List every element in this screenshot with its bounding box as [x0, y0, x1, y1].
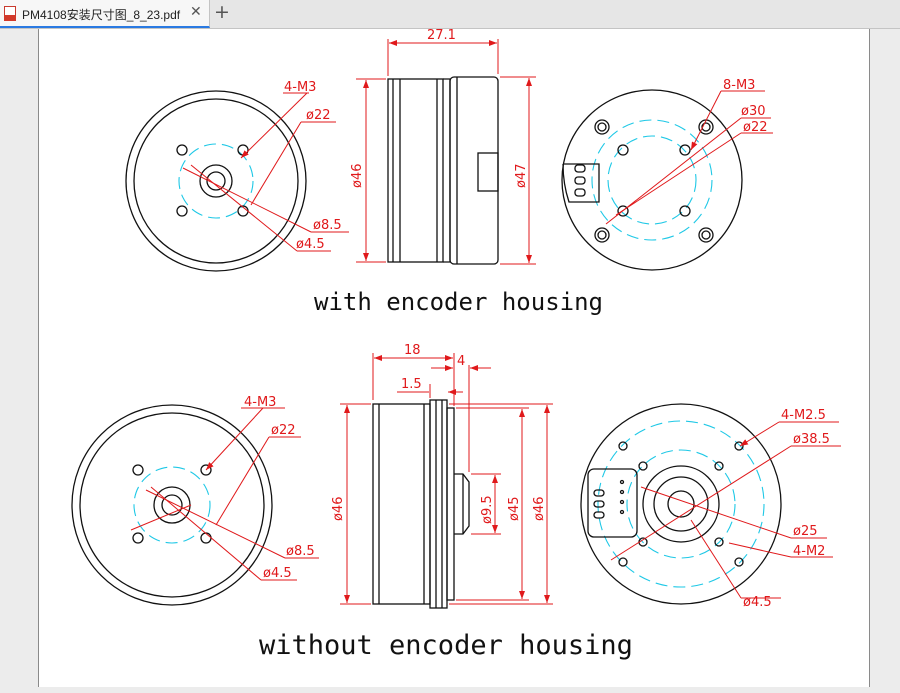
dim-dia46-bottom-left: ø46 — [331, 497, 346, 522]
dim-pcd30: ø30 — [741, 104, 766, 119]
dim-dia95: ø9.5 — [480, 495, 495, 524]
dim-dia47-top: ø47 — [514, 164, 529, 189]
tab-bar: PM4108安装尺寸图_8_23.pdf ✕ + — [0, 0, 900, 29]
dim-pcd22-top: ø22 — [306, 108, 331, 123]
dim-bore85-bottom: ø8.5 — [286, 544, 315, 559]
close-tab-icon[interactable]: ✕ — [190, 4, 202, 20]
dim-holes-4m25: 4-M2.5 — [781, 408, 826, 423]
dim-pcd22-back: ø22 — [743, 120, 768, 135]
dim-shaft45-bottom: ø4.5 — [263, 566, 292, 581]
dim-dia25: ø25 — [793, 524, 818, 539]
dim-shaft45-back: ø4.5 — [743, 595, 772, 610]
technical-drawing: 4-M3 ø22 ø8.5 ø4.5 2 — [71, 29, 841, 661]
dim-dia45: ø45 — [507, 497, 522, 522]
bottom-back-view: 4-M2.5 ø38.5 ø25 4-M2 ø4.5 — [580, 403, 841, 610]
bottom-side-view: 18 4 1.5 ø46 ø9.5 ø45 ø46 — [331, 343, 553, 609]
pdf-file-icon — [4, 6, 16, 21]
dim-len-15: 1.5 — [401, 377, 422, 392]
top-side-view: 27.1 ø46 ø47 — [350, 29, 536, 265]
dim-len-18: 18 — [404, 343, 421, 358]
document-tab[interactable]: PM4108安装尺寸图_8_23.pdf ✕ — [0, 0, 210, 28]
dim-holes-8m3: 8-M3 — [723, 78, 755, 93]
caption-without-encoder: without encoder housing — [259, 630, 633, 661]
dim-len-4: 4 — [457, 354, 465, 369]
pdf-page: 4-M3 ø22 ø8.5 ø4.5 2 — [38, 29, 870, 687]
top-front-view: 4-M3 ø22 ø8.5 ø4.5 — [125, 80, 349, 272]
dim-shaft45-top: ø4.5 — [296, 237, 325, 252]
dim-dia46-bottom-right: ø46 — [532, 497, 547, 522]
new-tab-button[interactable]: + — [214, 1, 230, 23]
dim-pcd22-bottom: ø22 — [271, 423, 296, 438]
bottom-front-view: 4-M3 ø22 ø8.5 ø4.5 — [71, 395, 319, 606]
dim-bore85-top: ø8.5 — [313, 218, 342, 233]
dim-pcd385: ø38.5 — [793, 432, 830, 447]
caption-with-encoder: with encoder housing — [314, 288, 603, 316]
dim-holes-4m3-bottom: 4-M3 — [244, 395, 276, 410]
dim-holes-4m3-top: 4-M3 — [284, 80, 316, 95]
tab-title: PM4108安装尺寸图_8_23.pdf — [22, 8, 181, 22]
dim-holes-4m2: 4-M2 — [793, 544, 825, 559]
dim-dia46-top: ø46 — [350, 164, 365, 189]
top-back-view: 8-M3 ø30 ø22 — [561, 78, 773, 271]
dim-length-271: 27.1 — [427, 29, 456, 43]
